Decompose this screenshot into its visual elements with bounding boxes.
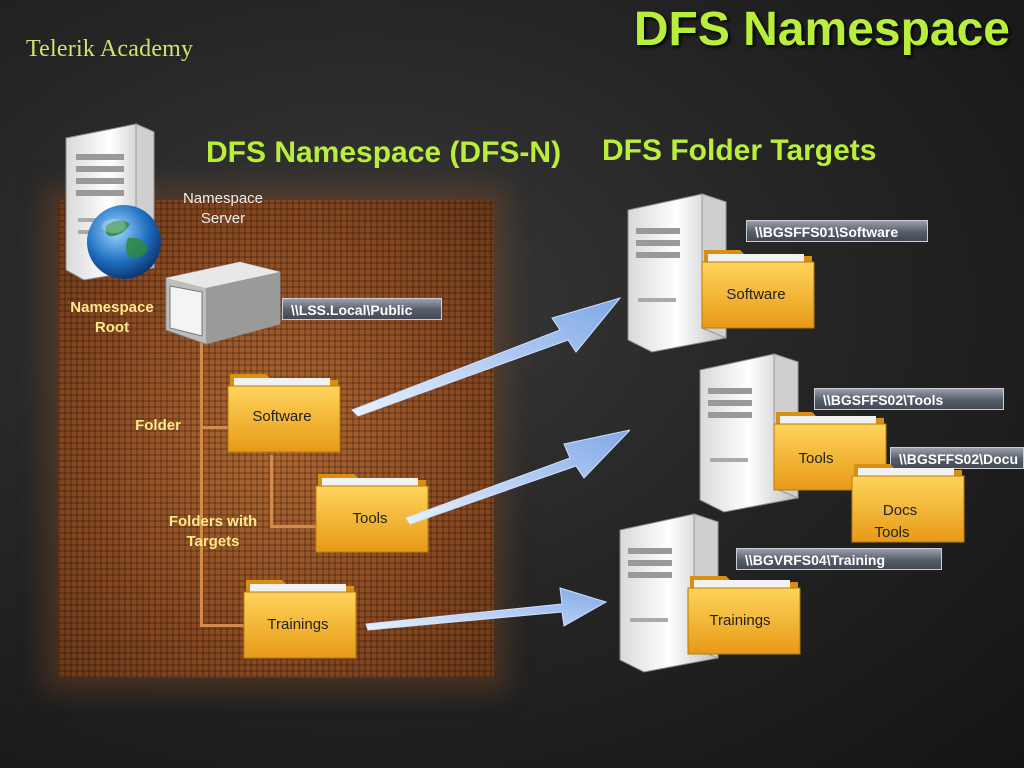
- namespace-folder-tools-label: Tools: [352, 510, 388, 527]
- namespace-root-box-icon: [165, 261, 281, 345]
- tree-branch-software: [200, 426, 230, 429]
- software-target-path-label: \\BGSFFS01\Software: [746, 220, 928, 242]
- logo-text: Telerik Academy: [26, 36, 194, 62]
- namespace-heading: DFS Namespace (DFS-N): [206, 136, 562, 169]
- namespace-folder-software-label: Software: [252, 408, 312, 425]
- target-folder-docs-label-line2: Tools: [874, 524, 910, 541]
- namespace-folder-trainings[interactable]: Trainings: [242, 572, 358, 662]
- target-arrows: [351, 297, 630, 631]
- docs-target-path-label: \\BGSFFS02\Docu: [890, 447, 1024, 469]
- folder-label: Folder: [135, 417, 181, 434]
- folder-icon: [851, 464, 965, 543]
- target-folder-software-label: Software: [726, 286, 786, 303]
- target-folder-trainings[interactable]: Trainings: [686, 568, 802, 658]
- tree-trunk-line: [200, 340, 203, 625]
- folders-with-targets-line1: Folders with: [168, 513, 258, 530]
- training-target-path-label: \\BGVRFS04\Training: [736, 548, 942, 570]
- namespace-server-label-line2: Server: [200, 210, 246, 227]
- namespace-folder-tools[interactable]: Tools: [314, 466, 430, 556]
- arrow-to-software-target: [351, 297, 622, 417]
- folders-with-targets-line2: Targets: [186, 533, 240, 550]
- namespace-root-label: Namespace Root: [56, 298, 168, 338]
- tree-branch-tools: [270, 525, 316, 528]
- telerik-academy-logo: Telerik Academy: [26, 36, 193, 63]
- folder-icon: [687, 576, 801, 655]
- target-folder-software[interactable]: Software: [700, 242, 816, 332]
- target-folder-docs[interactable]: Docs Tools: [850, 456, 966, 546]
- tree-branch-trainings: [200, 624, 244, 627]
- namespace-server-label-line1: Namespace: [182, 190, 264, 207]
- target-folder-docs-label: Docs Tools: [850, 500, 950, 544]
- target-folder-docs-label-line1: Docs: [882, 502, 918, 519]
- tools-target-path-label: \\BGSFFS02\Tools: [814, 388, 1004, 410]
- tree-subline-tools: [270, 455, 273, 527]
- namespace-folder-trainings-label: Trainings: [267, 616, 329, 633]
- namespace-root-label-line1: Namespace: [70, 299, 154, 316]
- folder-targets-heading: DFS Folder Targets: [602, 134, 877, 167]
- arrow-to-training-target: [365, 587, 608, 631]
- globe-icon: [87, 205, 161, 279]
- namespace-root-label-line2: Root: [94, 319, 130, 336]
- folder-icon: [315, 474, 429, 553]
- target-folder-tools-label: Tools: [798, 450, 834, 467]
- folders-with-targets-label: Folders with Targets: [152, 512, 274, 552]
- namespace-server-label: Namespace Server: [168, 189, 278, 229]
- folder-icon: [227, 374, 341, 453]
- folder-icon: [701, 250, 815, 329]
- target-folder-trainings-label: Trainings: [709, 612, 771, 629]
- folder-icon: [243, 580, 357, 659]
- namespace-folder-software[interactable]: Software: [226, 366, 342, 456]
- arrow-to-tools-target: [405, 429, 630, 525]
- slide-title: DFS Namespace: [633, 3, 1010, 56]
- namespace-root-path-label: \\LSS.Local\Public: [282, 298, 442, 320]
